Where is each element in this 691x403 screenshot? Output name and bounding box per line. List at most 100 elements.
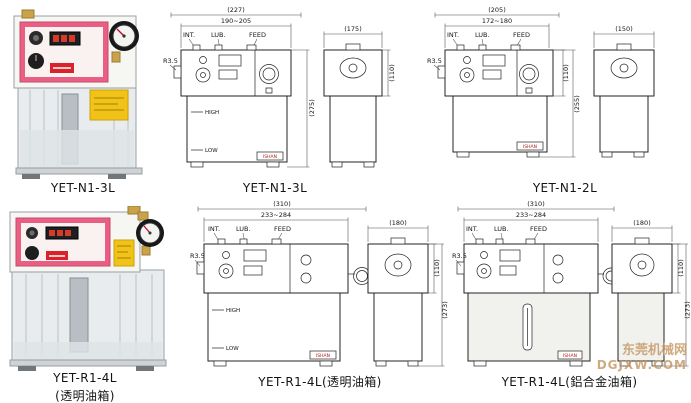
brand-text: ISHAN <box>563 353 577 359</box>
brand-text: ISHAN <box>263 154 277 160</box>
oil-tank <box>17 85 137 171</box>
dim-head-height: (110) <box>562 64 570 81</box>
oil-tank <box>11 269 165 361</box>
port-int-label: INT. <box>183 31 195 39</box>
side-view <box>367 237 429 367</box>
dim-width-range: 233~284 <box>516 211 546 219</box>
dim-overall-width: (227) <box>227 6 244 14</box>
adjust-knob <box>25 246 39 260</box>
tank-side <box>617 292 665 362</box>
tank-side <box>329 95 377 163</box>
front-view: R3.5 ISHAN <box>452 238 620 367</box>
dim-overall-width: (310) <box>527 200 544 208</box>
drawing-yet-r1-4l-alu: (310) 233~284 INT. LUB. FEED R3.5 ISHAN <box>452 200 691 367</box>
motor <box>629 253 655 277</box>
brand-plate <box>256 151 284 161</box>
port-feed-label: FEED <box>249 31 266 39</box>
dim-width-range: 172~180 <box>482 17 512 25</box>
gauge-front <box>259 64 279 84</box>
port-feed-label: FEED <box>274 225 291 233</box>
dim-total-height: (273) <box>441 301 449 318</box>
base-plate <box>9 359 167 367</box>
dim-total-height: (273) <box>684 301 691 318</box>
radius-note: R3.5 <box>190 252 205 260</box>
dim-head-height: (110) <box>433 259 441 276</box>
high-mark: HIGH <box>205 110 219 116</box>
label-drawing-n1-3l: YET-N1-3L <box>242 181 308 195</box>
motor <box>339 57 367 79</box>
base-plate <box>15 167 143 175</box>
drawing-yet-n1-3l: (227) 190~205 INT. LUB. FEED R3.5 HIGH L… <box>163 6 396 168</box>
front-view: R3.5 ISHAN <box>427 44 554 158</box>
port-feed-label: FEED <box>513 31 530 39</box>
brand-plate <box>557 350 583 360</box>
filler-port <box>21 9 35 19</box>
tank-front <box>207 292 341 362</box>
brass-fitting <box>127 206 141 215</box>
brand-plate <box>309 350 337 360</box>
label-photo-r1-4l-line2: (透明油箱) <box>55 389 115 403</box>
brand-text: ISHAN <box>523 144 537 150</box>
label-drawing-r1-4l-alu: YET-R1-4L(鋁合金油箱) <box>501 375 638 389</box>
side-view <box>593 43 655 158</box>
port-lub-label: LUB. <box>494 225 509 233</box>
drawing-yet-n1-2l: (205) 172~180 INT. LUB. FEED R3.5 ISHAN <box>427 6 655 158</box>
warning-label <box>89 89 129 121</box>
label-photo-r1-4l-line1: YET-R1-4L <box>53 371 117 385</box>
motor <box>384 253 412 277</box>
side-view <box>323 43 383 168</box>
watermark: 东莞机械网 DGJXW.COM <box>596 343 687 373</box>
pump-head <box>13 9 139 89</box>
radius-note: R3.5 <box>452 252 467 260</box>
tank-side <box>373 292 423 362</box>
warning-label <box>113 239 135 267</box>
front-view: R3.5 HIGH LOW ISHAN <box>163 44 292 168</box>
motor <box>610 57 638 79</box>
radius-note: R3.5 <box>163 57 178 65</box>
mounting-tab <box>196 261 205 275</box>
dim-overall-width: (205) <box>488 6 505 14</box>
dim-width-range: 190~205 <box>221 17 251 25</box>
port-lub-label: LUB. <box>211 31 226 39</box>
pump-head <box>9 206 164 273</box>
port-int-label: INT. <box>447 31 459 39</box>
dim-head-height: (110) <box>677 259 685 276</box>
suction-column <box>69 277 89 353</box>
watermark-line1: 东莞机械网 <box>621 343 687 358</box>
dim-side-width: (175) <box>344 25 361 33</box>
dim-total-height: (275) <box>308 99 316 116</box>
photo-yet-n1-3l <box>13 9 143 179</box>
drawing-yet-r1-4l-clear: (310) 233~284 INT. LUB. FEED R3.5 HIGH L… <box>190 200 449 367</box>
front-view: R3.5 HIGH LOW ISHAN <box>190 238 371 367</box>
brand-text: ISHAN <box>316 353 330 359</box>
dim-side-width: (180) <box>389 219 406 227</box>
mounting-tab <box>456 261 465 275</box>
label-drawing-n1-2l: YET-N1-2L <box>532 181 598 195</box>
port-int-label: INT. <box>466 225 478 233</box>
port-lub-label: LUB. <box>475 31 490 39</box>
dim-side-width: (180) <box>633 219 650 227</box>
low-mark: LOW <box>226 346 239 352</box>
side-view <box>611 237 673 367</box>
radius-note: R3.5 <box>427 57 442 65</box>
photo-yet-r1-4l <box>9 206 167 371</box>
brand-plate <box>516 141 544 151</box>
dim-total-height: (255) <box>573 95 581 112</box>
gauge-front <box>519 64 539 84</box>
port-lub-label: LUB. <box>236 225 251 233</box>
low-mark: LOW <box>205 148 218 154</box>
watermark-line2: DGJXW.COM <box>596 357 687 372</box>
tank-front <box>186 95 288 163</box>
mounting-tab <box>437 65 446 79</box>
label-drawing-r1-4l-clear: YET-R1-4L(透明油箱) <box>258 375 382 389</box>
port-int-label: INT. <box>208 225 220 233</box>
mounting-tab <box>173 65 182 79</box>
port-feed-label: FEED <box>530 225 547 233</box>
dim-width-range: 233~284 <box>261 211 291 219</box>
dim-side-width: (150) <box>615 25 632 33</box>
dim-overall-width: (310) <box>273 200 290 208</box>
high-mark: HIGH <box>226 308 240 314</box>
label-photo-n1-3l: YET-N1-3L <box>50 181 116 195</box>
tank-side <box>599 95 649 153</box>
